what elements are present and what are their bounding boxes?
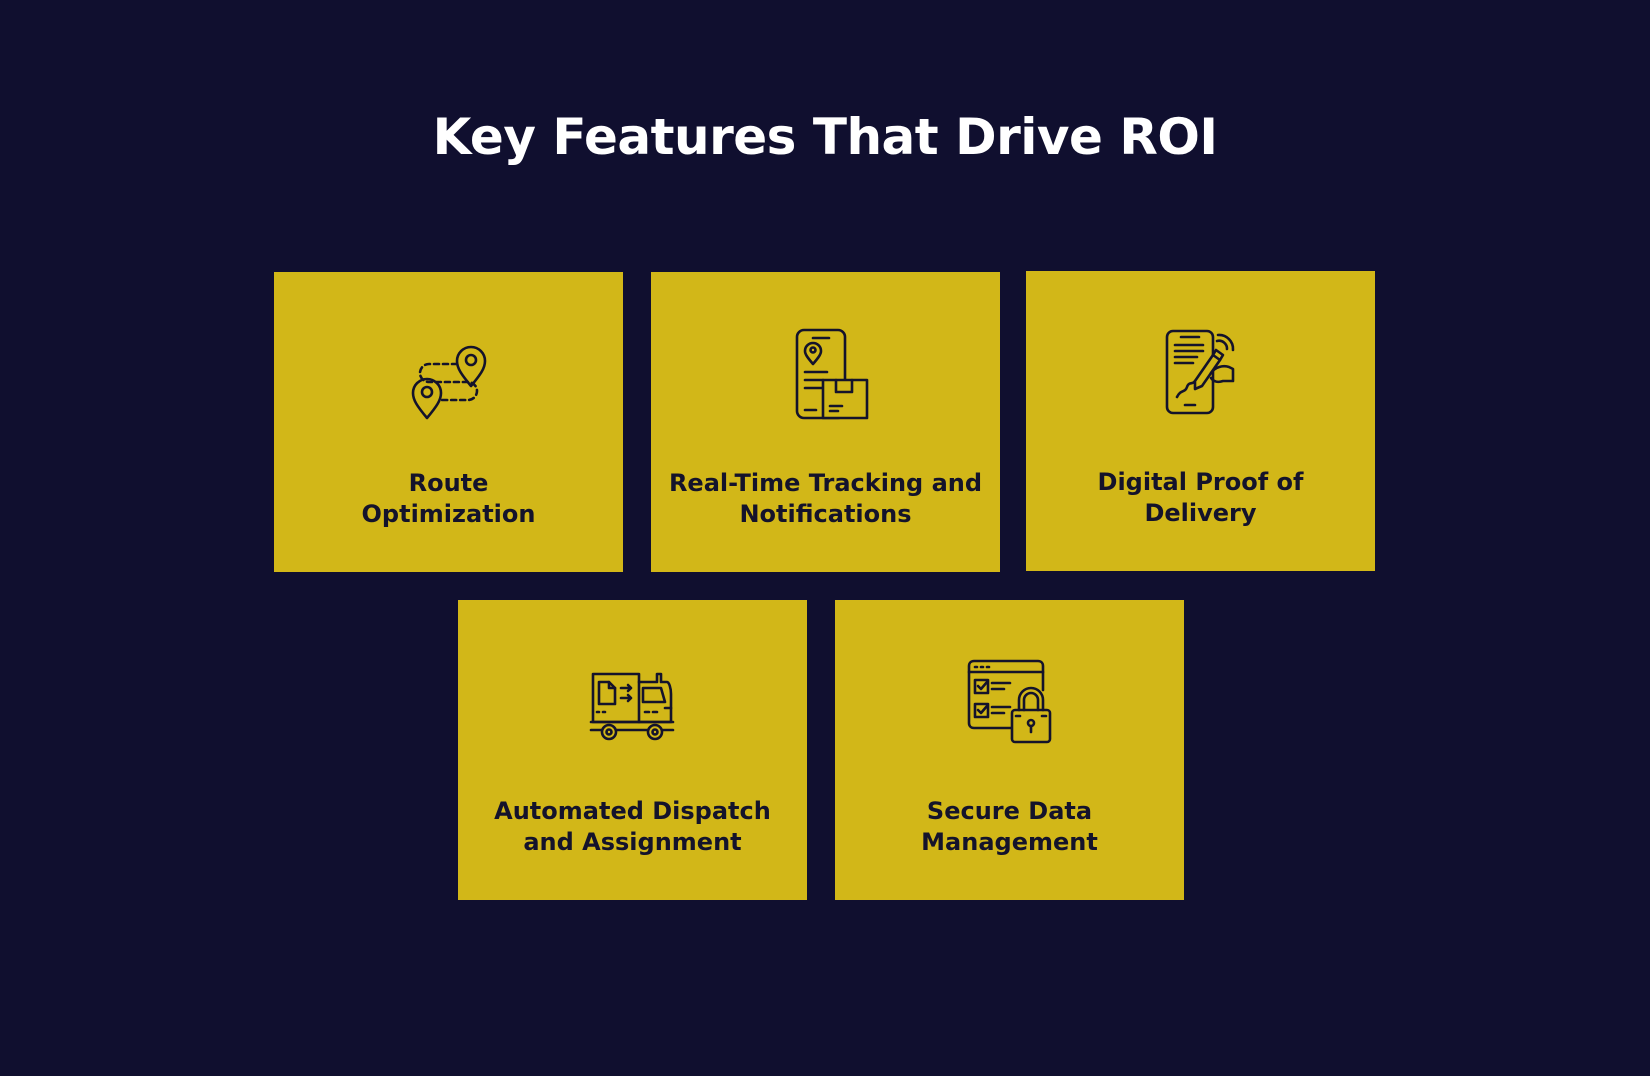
route-pins-icon bbox=[399, 324, 499, 424]
phone-signature-icon bbox=[1151, 323, 1251, 423]
feature-label: Route Optimization bbox=[282, 468, 615, 530]
phone-tracking-package-icon bbox=[776, 324, 876, 424]
feature-label-line: Notifications bbox=[739, 500, 912, 528]
feature-label-line: Real-Time Tracking and bbox=[668, 469, 983, 497]
feature-label-line: and Assignment bbox=[523, 828, 742, 856]
feature-card-secure-data-management: Secure Data Management bbox=[835, 600, 1184, 900]
feature-card-digital-proof-of-delivery: Digital Proof of Delivery bbox=[1026, 271, 1375, 571]
feature-label-line: Optimization bbox=[361, 500, 536, 528]
feature-label-line: Secure Data bbox=[926, 797, 1093, 825]
feature-label-line: Management bbox=[921, 828, 1098, 856]
page-title: Key Features That Drive ROI bbox=[432, 108, 1218, 166]
feature-label-line: Digital Proof of bbox=[1097, 468, 1304, 496]
secure-browser-lock-icon bbox=[960, 652, 1060, 752]
feature-label: Digital Proof of Delivery bbox=[1034, 467, 1367, 529]
feature-label: Secure Data Management bbox=[843, 796, 1176, 858]
feature-label: Automated Dispatch and Assignment bbox=[466, 796, 799, 858]
feature-label: Real-Time Tracking and Notifications bbox=[659, 468, 992, 530]
feature-label-line: Delivery bbox=[1144, 499, 1257, 527]
feature-card-automated-dispatch: Automated Dispatch and Assignment bbox=[458, 600, 807, 900]
dispatch-truck-icon bbox=[583, 652, 683, 752]
feature-label-line: Route bbox=[408, 469, 489, 497]
feature-card-route-optimization: Route Optimization bbox=[274, 272, 623, 572]
feature-card-real-time-tracking: Real-Time Tracking and Notifications bbox=[651, 272, 1000, 572]
feature-label-line: Automated Dispatch bbox=[494, 797, 771, 825]
